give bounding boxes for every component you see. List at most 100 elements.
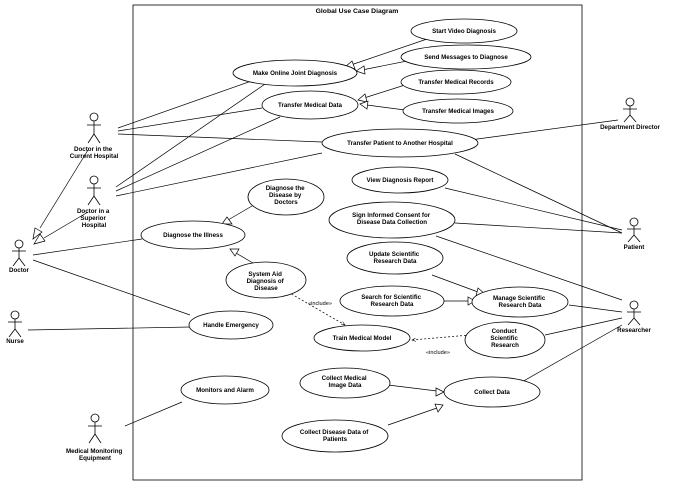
stick-figure-icon bbox=[12, 248, 26, 267]
stick-figure-icon bbox=[627, 226, 641, 243]
svg-text:Make Online Joint Diagnosis: Make Online Joint Diagnosis bbox=[253, 70, 338, 77]
actor-doctor-superior-hospital[interactable]: Doctor in a Superior Hospital bbox=[77, 175, 111, 229]
gen-docsup-doctor bbox=[43, 211, 89, 239]
usecase-label: Research bbox=[491, 342, 519, 349]
usecase-label: Transfer Medical Records bbox=[418, 79, 494, 86]
usecase-sign-informed-consent[interactable]: Sign Informed Consent for Disease Data C… bbox=[328, 201, 456, 239]
usecase-label: Image Data bbox=[328, 382, 362, 389]
usecase-transfer-medical-images[interactable]: Transfer Medical Images bbox=[402, 98, 514, 124]
usecase-label: Research Data bbox=[371, 301, 415, 308]
associations bbox=[27, 37, 623, 427]
usecase-collect-medical-image-data[interactable]: Collect Medical Image Data bbox=[299, 367, 391, 399]
svg-text:Doctor in a Superior: Doctor in a Superior Hospital bbox=[77, 208, 111, 229]
usecase-label: Transfer Medical Images bbox=[422, 108, 494, 115]
edge-records-to-data bbox=[363, 84, 406, 99]
use-cases: Start Video Diagnosis Send Messages to D… bbox=[140, 18, 569, 453]
actor-doctor-current-hospital[interactable]: Doctor in the Current Hospital bbox=[70, 112, 119, 160]
usecase-label: Disease by bbox=[269, 192, 302, 199]
usecase-label: Collect Data bbox=[474, 389, 510, 396]
svg-text:Conduct Scientific: Conduct Scientific Research bbox=[490, 328, 519, 349]
system-title: Global Use Case Diagram bbox=[316, 8, 399, 15]
usecase-transfer-medical-records[interactable]: Transfer Medical Records bbox=[400, 69, 512, 95]
actor-label: Nurse bbox=[6, 338, 24, 345]
assoc-doccur-joint bbox=[117, 77, 261, 129]
usecase-system-aid-diagnosis[interactable]: System Aid Diagnosis of Disease bbox=[225, 261, 307, 299]
usecase-label: View Diagnosis Report bbox=[367, 177, 434, 184]
gen-arrow bbox=[435, 387, 445, 397]
usecase-label: Train Medical Model bbox=[333, 335, 392, 342]
assoc-doctor-emergency bbox=[32, 259, 191, 316]
assoc-researcher-consent bbox=[435, 235, 623, 301]
svg-text:Transfer Medical Data: Transfer Medical Data bbox=[278, 102, 343, 109]
usecase-label: Scientific bbox=[490, 335, 518, 342]
edge-images-to-data bbox=[366, 104, 406, 111]
actor-label: Current Hospital bbox=[70, 153, 119, 160]
assoc-patient-report bbox=[444, 187, 623, 231]
actor-doctor[interactable]: Doctor bbox=[9, 239, 30, 274]
actor-nurse[interactable]: Nurse bbox=[6, 310, 24, 345]
gen-arrow bbox=[434, 403, 444, 413]
usecase-label: Manage Scientific bbox=[493, 295, 546, 302]
usecase-manage-research-data[interactable]: Manage Scientific Research Data bbox=[471, 286, 569, 318]
assoc-doccur-transfer bbox=[117, 133, 323, 143]
usecase-update-research-data[interactable]: Update Scientific Research Data bbox=[346, 241, 444, 275]
usecase-label: Diagnose the bbox=[266, 185, 305, 192]
actor-label: Doctor in the bbox=[74, 146, 113, 153]
usecase-label: Monitors and Alarm bbox=[196, 387, 254, 394]
gen-arrow bbox=[467, 296, 476, 306]
gen-doccur-doctor bbox=[39, 149, 89, 229]
usecase-view-diagnosis-report[interactable]: View Diagnosis Report bbox=[351, 166, 449, 194]
usecase-send-messages[interactable]: Send Messages to Diagnose bbox=[400, 44, 532, 70]
usecase-diagnose-by-doctors[interactable]: Diagnose the Disease by Doctors bbox=[247, 178, 325, 216]
assoc-nurse-emergency bbox=[27, 326, 191, 331]
usecase-train-medical-model[interactable]: Train Medical Model bbox=[313, 324, 411, 352]
actor-head-icon bbox=[89, 175, 99, 185]
assoc-patient-transfer bbox=[454, 153, 623, 234]
usecase-label: Doctors bbox=[274, 199, 298, 206]
usecase-label: Research Data bbox=[499, 302, 543, 309]
usecase-collect-data[interactable]: Collect Data bbox=[443, 376, 541, 408]
actor-department-director[interactable]: Department Director bbox=[600, 97, 661, 131]
actor-label: Doctor bbox=[9, 267, 30, 274]
usecase-transfer-patient[interactable]: Transfer Patient to Another Hospital bbox=[321, 128, 479, 158]
edge-disease-to-collect bbox=[387, 407, 438, 426]
assoc-researcher-collect bbox=[519, 324, 623, 384]
actor-head-icon bbox=[10, 310, 20, 320]
actor-label: Equipment bbox=[79, 455, 111, 462]
assoc-docsup-joint bbox=[115, 81, 269, 188]
usecase-label: Collect Disease Data of bbox=[300, 429, 369, 436]
usecase-transfer-medical-data[interactable]: Transfer Medical Data bbox=[261, 90, 359, 120]
usecase-label: Transfer Patient to Another Hospital bbox=[347, 140, 453, 147]
usecase-label: Disease bbox=[254, 285, 278, 292]
svg-text:Handle Emergency: Handle Emergency bbox=[203, 322, 259, 329]
usecase-joint-diagnosis[interactable]: Make Online Joint Diagnosis bbox=[232, 59, 358, 87]
usecase-collect-disease-data[interactable]: Collect Disease Data of Patients bbox=[281, 419, 389, 453]
actor-label: Department Director bbox=[600, 124, 660, 131]
include-label-ai: «include» bbox=[308, 301, 332, 307]
assoc-patient-consent bbox=[454, 222, 623, 234]
actor-label: Medical Monitoring bbox=[66, 448, 123, 455]
usecase-diagnose-the-illness[interactable]: Diagnose the Illness bbox=[140, 220, 246, 250]
actor-patient[interactable]: Patient bbox=[624, 217, 645, 251]
actor-researcher[interactable]: Researcher bbox=[617, 300, 651, 334]
usecase-handle-emergency[interactable]: Handle Emergency bbox=[188, 310, 274, 340]
usecase-label: Conduct bbox=[492, 328, 517, 335]
usecase-search-research-data[interactable]: Search for Scientific Research Data bbox=[339, 285, 445, 317]
usecase-conduct-research[interactable]: Conduct Scientific Research bbox=[464, 321, 546, 359]
svg-text:Collect Data: Collect Data bbox=[474, 389, 510, 396]
actor-medical-monitoring-equipment[interactable]: Medical Monitoring Equipment bbox=[66, 413, 124, 462]
svg-text:Transfer Patient to Another Ho: Transfer Patient to Another Hospital bbox=[347, 140, 453, 147]
assoc-docsup-data bbox=[115, 116, 281, 192]
stick-figure-icon bbox=[627, 309, 641, 326]
usecase-label: Start Video Diagnosis bbox=[432, 28, 496, 35]
usecase-start-video-diagnosis[interactable]: Start Video Diagnosis bbox=[410, 18, 518, 44]
include-label-research: «include» bbox=[426, 350, 450, 356]
usecase-label: Diagnose the Illness bbox=[163, 232, 223, 239]
include-ai-to-train bbox=[287, 291, 345, 325]
svg-text:Medical Monitoring Equip: Medical Monitoring Equipment bbox=[66, 448, 124, 462]
usecase-label: Transfer Medical Data bbox=[278, 102, 343, 109]
usecase-label: Update Scientific bbox=[369, 251, 420, 258]
assoc-doctor-illness bbox=[32, 238, 143, 256]
usecase-monitors-and-alarm[interactable]: Monitors and Alarm bbox=[180, 375, 270, 405]
stick-figure-icon bbox=[8, 319, 22, 338]
